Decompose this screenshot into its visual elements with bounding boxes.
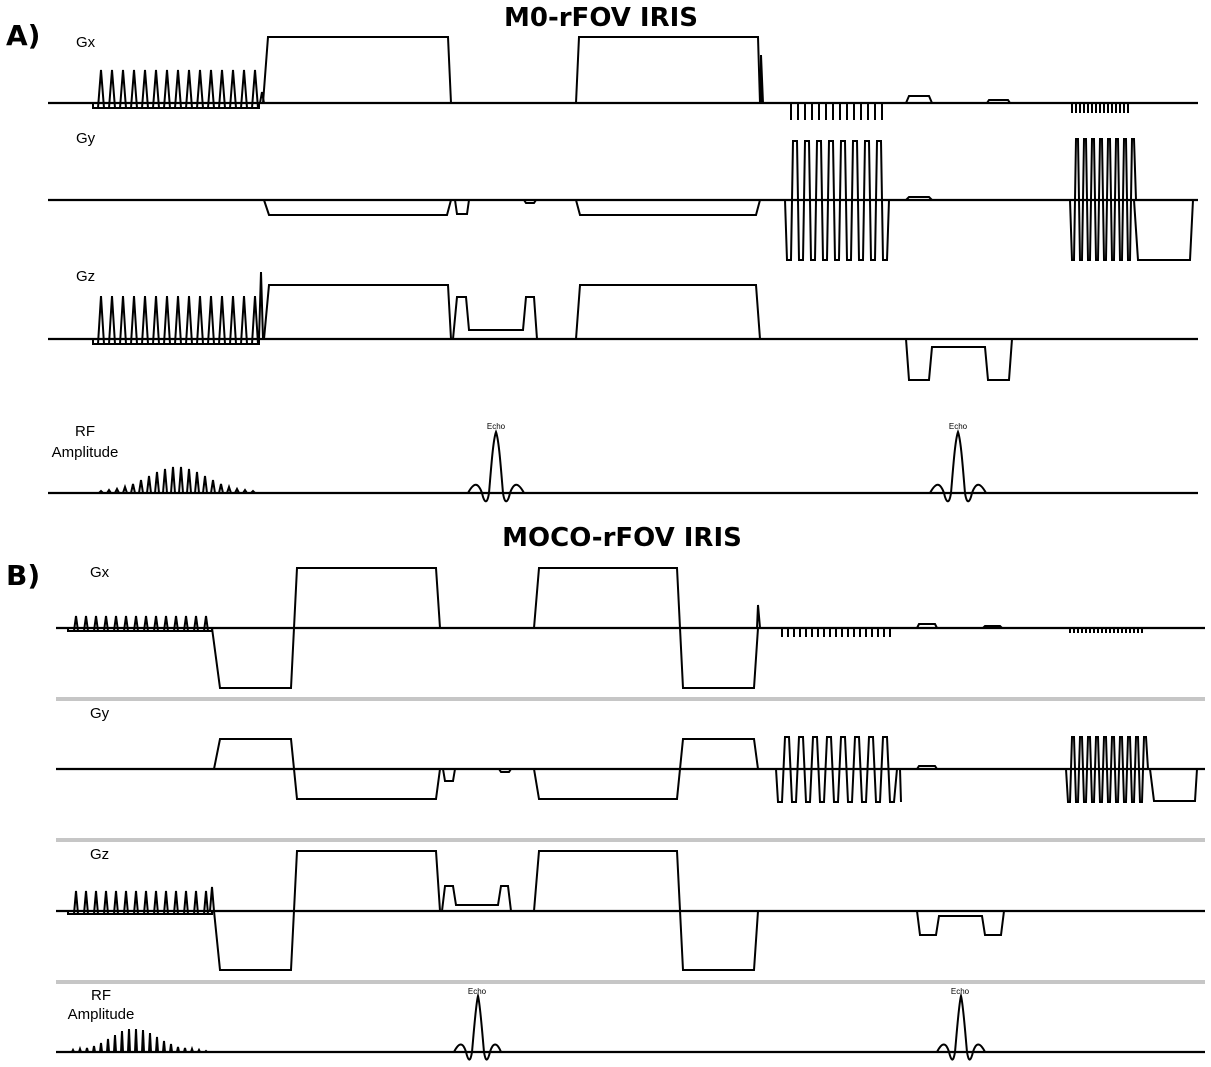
panel-b-gy-rewinder <box>1149 768 1198 802</box>
panel-a-rf-refocus-pulse-2 <box>929 429 987 503</box>
panel-b-gx-label: Gx <box>90 564 110 581</box>
panel-b-gz-channel: Gz <box>56 846 1205 971</box>
panel-a-gx-small-lobe-2 <box>986 99 1011 104</box>
panel-a-gy-channel: Gy <box>48 130 1198 261</box>
panel-a-echo-label-2: Echo <box>949 422 968 431</box>
panel-b-gy-small-dip <box>442 768 456 782</box>
panel-b-gy-channel: Gy <box>56 705 1205 803</box>
panel-b-gy-epi-1 <box>775 736 902 803</box>
panel-a-gz-label: Gz <box>76 268 95 285</box>
panel-a-gx-blips-2 <box>1071 103 1129 113</box>
panel-a-gx-small-lobe-1 <box>905 95 933 104</box>
panel-b-gy-small-lobe <box>916 765 938 770</box>
panel-b-echo-label-1: Echo <box>468 987 487 996</box>
panel-a-letter: A) <box>6 19 40 52</box>
panel-a-gy-tiny-dip <box>523 199 537 204</box>
panel-b-rf-spectral-pulse-train <box>66 1028 212 1053</box>
panel-a-gy-epi-2 <box>1069 138 1137 261</box>
panel-a-gx-blips-1 <box>790 103 883 120</box>
panel-b-gy-bipolar-1 <box>213 738 441 800</box>
panel-a-gz-refocus-slice-select <box>452 296 538 340</box>
panel-a-gy-epi-1 <box>784 140 890 261</box>
panel-b-rf-refocus-pulse-2 <box>936 992 986 1061</box>
panel-b-gy-tiny-dip <box>498 768 512 773</box>
panel-b-gx-blips-2 <box>1069 628 1143 633</box>
panel-a-gz-crusher-2 <box>575 284 761 340</box>
panel-a-gx-channel: Gx <box>48 34 1198 120</box>
panel-b-gy-label: Gy <box>90 705 110 722</box>
panel-a-gx-crusher-1 <box>262 36 452 104</box>
panel-b-gx-spectral-pulses <box>67 615 213 632</box>
panel-a: A) M0-rFOV IRIS Gx Gy <box>6 3 1198 503</box>
panel-b-gx-bipolar-1 <box>211 567 441 689</box>
panel-b-gx-small-lobe-1 <box>916 623 938 629</box>
panel-a-rf-label-line2: Amplitude <box>52 444 119 461</box>
panel-a-gx-label: Gx <box>76 34 96 51</box>
panel-a-gy-crusher-1 <box>263 199 452 216</box>
panel-b-gx-channel: Gx <box>56 564 1205 689</box>
panel-b-gy-epi-2 <box>1065 736 1149 803</box>
panel-b-echo-label-2: Echo <box>951 987 970 996</box>
panel-a-gy-label: Gy <box>76 130 96 147</box>
panel-a-gy-small-lobe <box>905 196 933 201</box>
panel-b-gz-spectral-pulses <box>67 886 215 915</box>
panel-b-rf-label-line2: Amplitude <box>68 1006 135 1023</box>
panel-a-rf-spectral-pulse-train <box>92 466 259 494</box>
panel-a-rf-channel: RF Amplitude Echo Echo <box>48 422 1198 503</box>
panel-a-gz-crusher-1 <box>263 284 452 340</box>
panel-b-gx-bipolar-2 <box>533 567 759 689</box>
panel-b-title: MOCO-rFOV IRIS <box>502 523 742 553</box>
panel-a-gy-crusher-2 <box>575 199 761 216</box>
panel-b-gx-spike <box>756 604 761 629</box>
panel-a-gz-channel: Gz <box>48 268 1198 381</box>
panel-a-gx-crusher-2 <box>575 36 761 104</box>
panel-a-rf-label-line1: RF <box>75 423 95 440</box>
panel-b-gz-label: Gz <box>90 846 109 863</box>
panel-b-gz-refocus-slice-select <box>441 885 512 912</box>
panel-b-letter: B) <box>6 559 40 592</box>
panel-a-gy-small-dip <box>454 199 470 215</box>
panel-b-gx-blips-1 <box>781 628 891 637</box>
panel-a-gz-spectral-pulses <box>92 271 264 345</box>
panel-b: B) MOCO-rFOV IRIS Gx Gy <box>6 523 1205 1061</box>
panel-a-gz-neg-slice-select <box>905 338 1013 381</box>
panel-b-rf-label-line1: RF <box>91 987 111 1004</box>
panel-a-echo-label-1: Echo <box>487 422 506 431</box>
panel-a-title: M0-rFOV IRIS <box>504 3 698 33</box>
panel-a-gy-rewinder <box>1133 199 1194 261</box>
panel-b-rf-channel: RF Amplitude Echo Echo <box>56 987 1205 1061</box>
panel-b-gx-small-lobe-2 <box>982 625 1003 629</box>
panel-b-gz-neg-slice-select <box>916 910 1005 936</box>
panel-b-rf-refocus-pulse-1 <box>453 992 502 1061</box>
panel-b-gz-bipolar-1 <box>213 850 441 971</box>
panel-a-rf-refocus-pulse-1 <box>467 429 525 503</box>
panel-a-gx-spike <box>760 54 764 104</box>
panel-b-gy-bipolar-2 <box>533 738 759 800</box>
panel-a-gx-spectral-pulses <box>92 69 265 109</box>
panel-b-gz-bipolar-2 <box>533 850 759 971</box>
